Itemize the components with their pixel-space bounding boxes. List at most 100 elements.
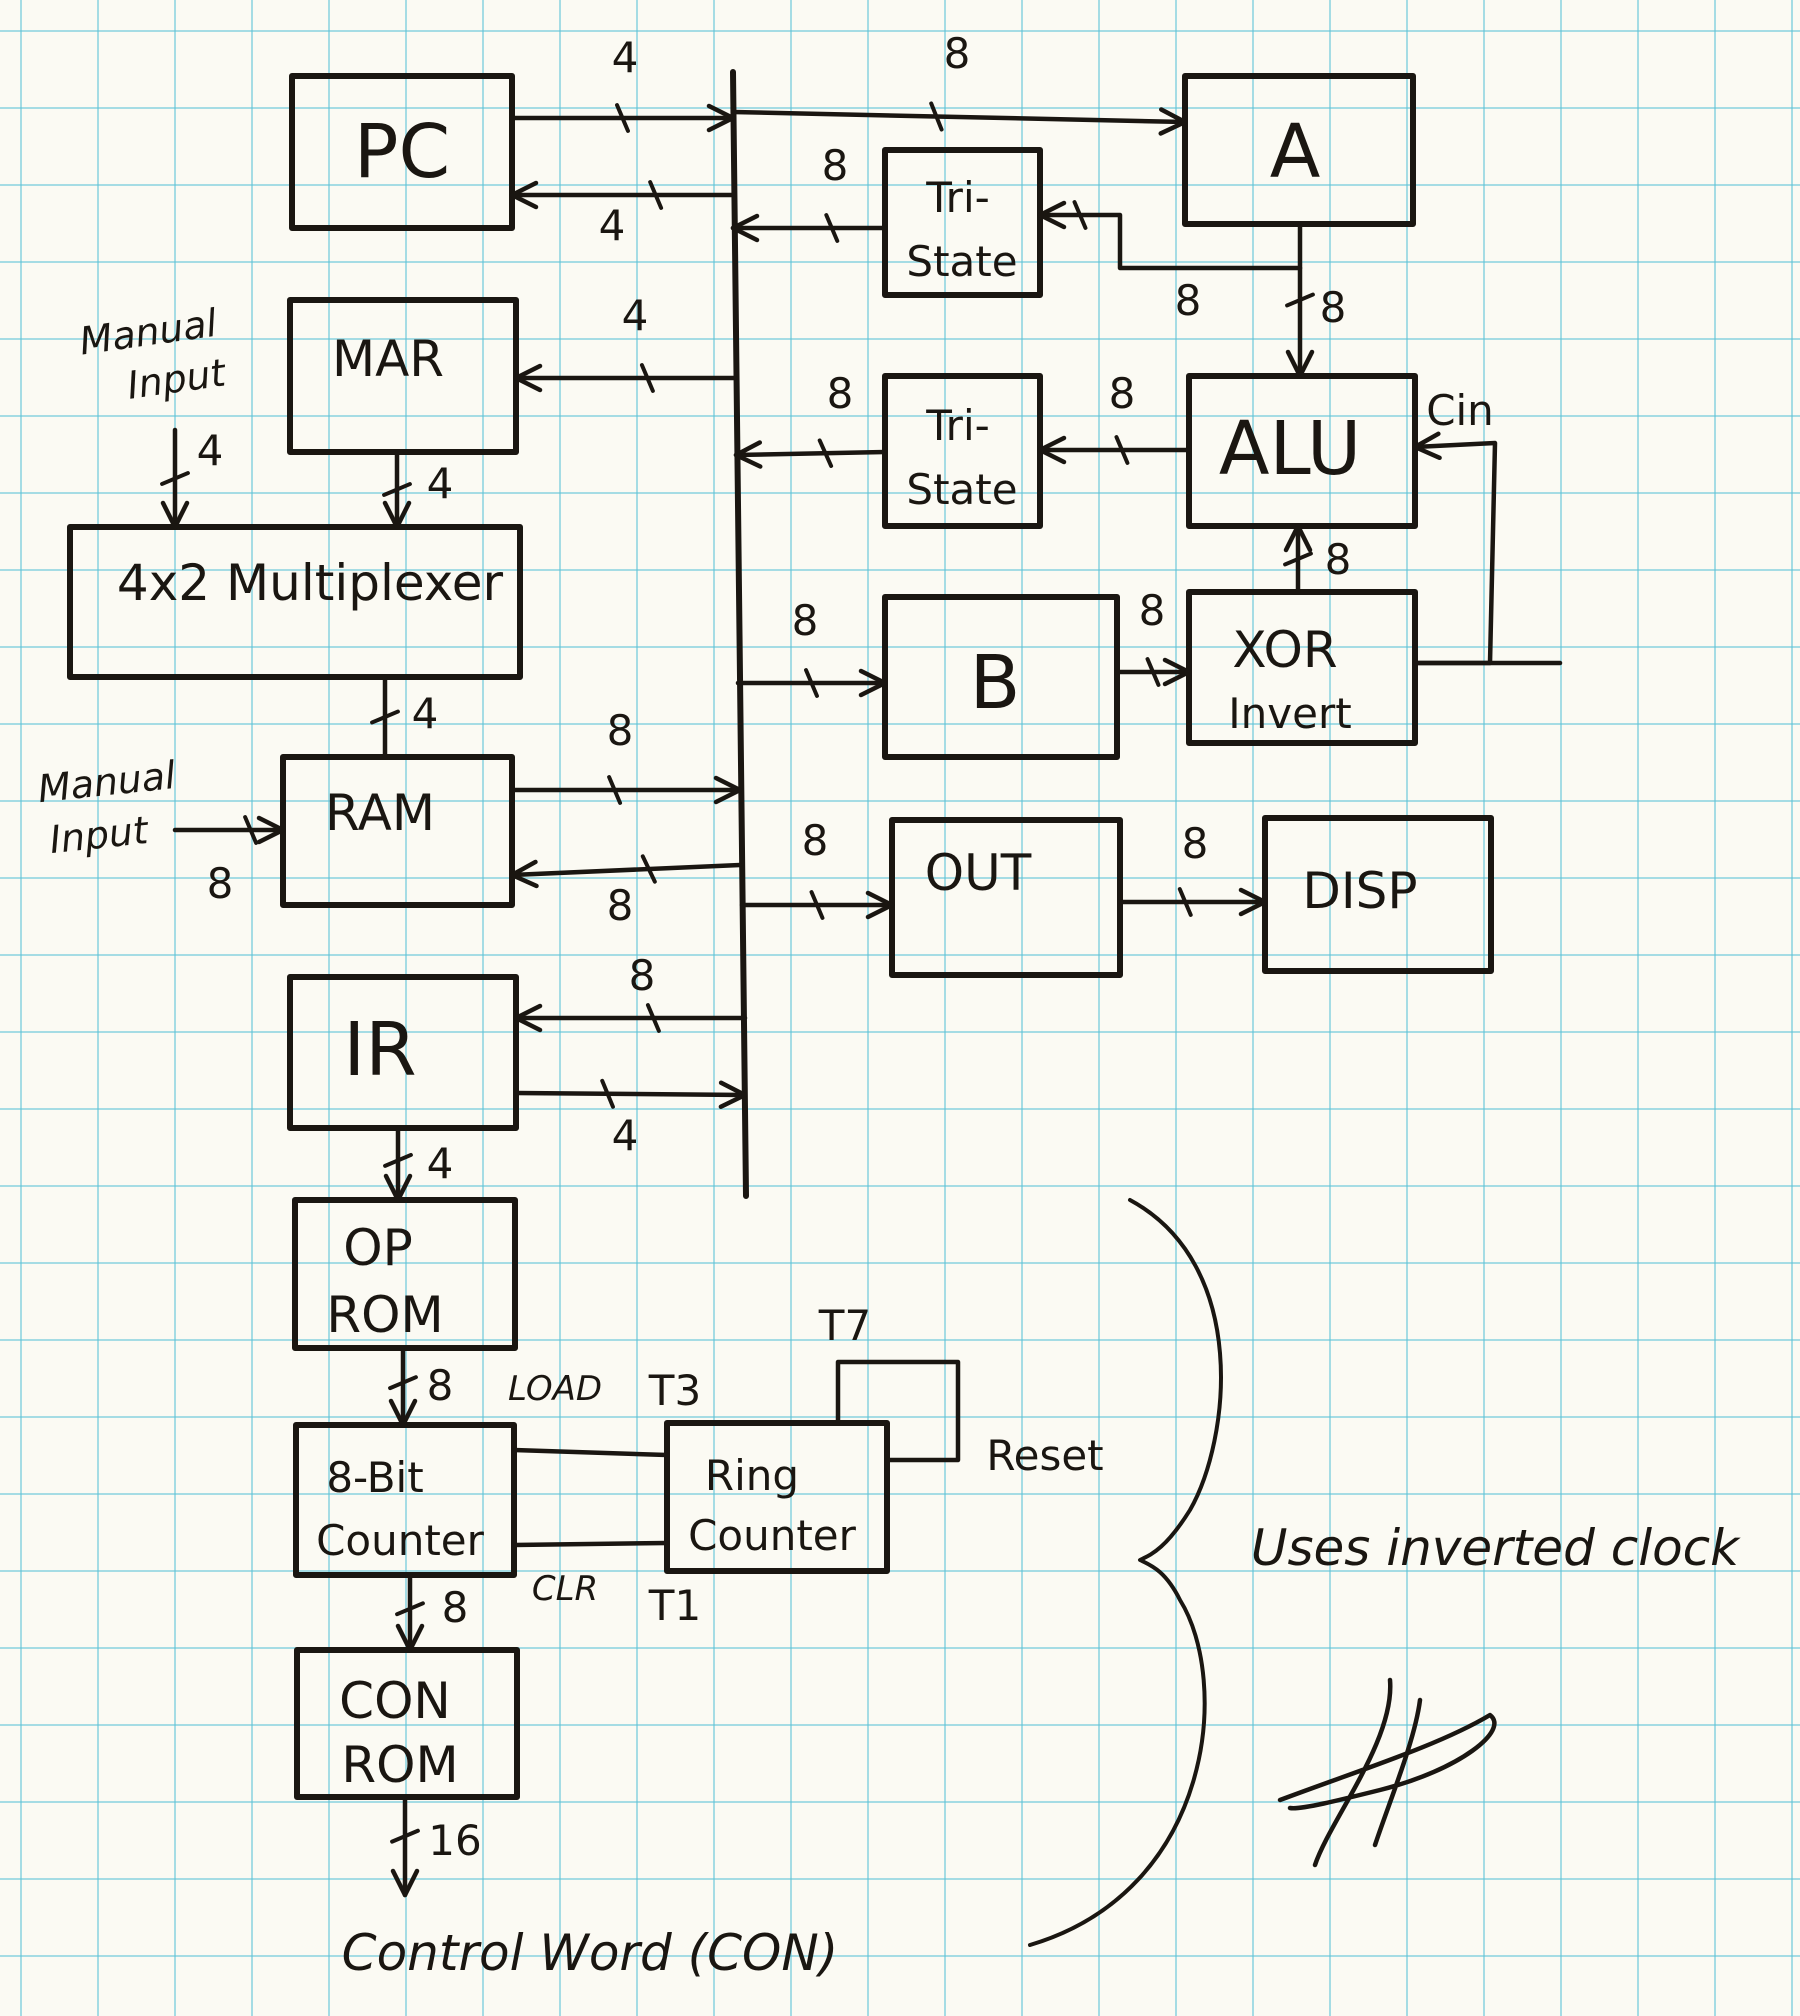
w-out-to-disp-width-tick	[1177, 887, 1193, 917]
w-tri2-to-bus-arrowhead	[733, 440, 763, 469]
w-counter-to-con-arrowhead	[395, 1623, 425, 1653]
label-ir: IR	[343, 1007, 416, 1093]
width-a-to-alu: 8	[1320, 283, 1347, 332]
width-a-to-tri1: 8	[1175, 276, 1202, 325]
w-alu-to-tri2-arrowhead	[1037, 435, 1067, 465]
label-counter-line1: 8-Bit	[326, 1453, 423, 1502]
w-bus-to-mar-width-tick	[639, 363, 655, 393]
label-t3: T3	[648, 1366, 701, 1415]
label-manual-input-1-line2: Input	[124, 350, 230, 408]
w-reset-loop	[835, 1359, 961, 1463]
label-multiplexer: 4x2 Multiplexer	[117, 554, 504, 612]
brace	[1028, 1198, 1223, 1947]
block-con-rom: CON ROM	[294, 1647, 520, 1800]
w-a-to-tri1-arrowhead	[1037, 200, 1067, 230]
label-op-rom-line2: ROM	[326, 1286, 443, 1344]
block-8bit-counter: 8-Bit Counter	[293, 1422, 517, 1578]
w-bus	[730, 69, 749, 1199]
w-ir-to-op-width-tick	[383, 1152, 413, 1168]
width-xor-to-alu: 8	[1325, 535, 1352, 584]
label-op-rom-line1: OP	[343, 1219, 413, 1277]
w-counter-to-con-width-tick	[395, 1601, 425, 1617]
width-pc-to-bus: 4	[612, 33, 639, 82]
label-manual-input-2-line1: Manual	[36, 753, 178, 811]
label-reset: Reset	[986, 1431, 1103, 1480]
label-out: OUT	[925, 844, 1032, 902]
width-ram-to-bus: 8	[607, 706, 634, 755]
w-ram-to-bus-width-tick	[607, 775, 623, 805]
w-manual1-to-mux-width-tick	[160, 471, 190, 486]
w-bus-to-a-width-tick	[929, 101, 944, 132]
label-xor: XOR	[1232, 621, 1337, 679]
block-tristate-1: Tri- State	[882, 147, 1043, 298]
w-bus-to-a	[730, 109, 1188, 125]
w-tri2-to-bus-width-tick	[817, 438, 834, 468]
w-pc-to-bus-arrowhead	[706, 103, 736, 133]
width-b-to-xor: 8	[1139, 586, 1166, 635]
w-bus-to-b-width-tick	[804, 668, 819, 698]
w-bus-to-ir-width-tick	[645, 1003, 661, 1033]
width-bus-to-pc: 4	[599, 201, 626, 250]
w-ram-to-bus-arrowhead	[713, 775, 743, 805]
label-load: LOAD	[508, 1369, 602, 1409]
w-tri2-to-bus	[733, 449, 888, 458]
block-ir: IR	[287, 974, 519, 1131]
block-ring-counter: Ring Counter	[664, 1420, 890, 1574]
w-op-to-counter-width-tick	[388, 1375, 418, 1391]
w-con-out-width-tick	[390, 1828, 420, 1844]
block-op-rom: OP ROM	[292, 1197, 518, 1351]
block-disp: DISP	[1262, 815, 1494, 974]
label-b: B	[970, 640, 1021, 726]
block-tristate-2: Tri- State	[882, 373, 1043, 529]
width-con-out: 16	[428, 1816, 481, 1865]
block-b: B	[882, 594, 1120, 760]
w-bus-to-ram-width-tick	[640, 854, 657, 884]
width-mux-to-ram: 4	[412, 689, 439, 738]
label-counter-line2: Counter	[316, 1516, 485, 1565]
width-out-to-disp: 8	[1182, 819, 1209, 868]
w-tri1-to-bus-width-tick	[824, 213, 840, 243]
label-pc: PC	[354, 109, 450, 195]
w-load-line	[511, 1447, 670, 1458]
width-bus-to-b: 8	[792, 596, 819, 645]
block-a: A	[1182, 73, 1416, 227]
w-bus-to-ir-arrowhead	[513, 1003, 543, 1033]
w-manual2-to-ram-arrowhead	[256, 815, 286, 845]
w-ir-to-bus-width-tick	[600, 1078, 615, 1109]
w-bus-to-b-arrowhead	[858, 668, 888, 698]
width-tri1-to-bus: 8	[822, 141, 849, 190]
w-b-to-xor-arrowhead	[1162, 657, 1192, 687]
w-mar-to-mux-width-tick	[382, 482, 412, 497]
w-xor-to-alu-width-tick	[1283, 551, 1313, 567]
block-mar: MAR	[287, 297, 519, 455]
w-xor-to-alu-arrowhead	[1283, 523, 1313, 553]
label-t1: T1	[648, 1581, 701, 1630]
w-clr-line	[511, 1540, 670, 1548]
block-pc: PC	[289, 73, 515, 231]
label-ram: RAM	[325, 784, 435, 842]
width-bus-to-a: 8	[944, 29, 971, 78]
w-bus-to-out-arrowhead	[865, 890, 895, 920]
w-manual2-to-ram-width-tick	[243, 815, 259, 845]
width-bus-to-mar: 4	[622, 291, 649, 340]
label-manual-input-2-line2: Input	[47, 808, 152, 862]
width-manual2: 8	[207, 859, 234, 908]
width-ir-to-op: 4	[427, 1139, 454, 1188]
w-bus-to-ram-arrowhead	[509, 859, 539, 889]
w-bus-to-ram	[509, 862, 743, 878]
width-ir-to-bus: 4	[612, 1111, 639, 1160]
w-ir-to-bus	[513, 1090, 748, 1098]
label-ring-line2: Counter	[688, 1511, 857, 1560]
label-clr: CLR	[532, 1569, 598, 1609]
width-tri2-to-bus: 8	[827, 369, 854, 418]
label-a: A	[1270, 109, 1321, 195]
label-mar: MAR	[332, 330, 444, 388]
w-mar-to-mux-arrowhead	[382, 500, 412, 530]
w-cin-loop-arrowhead	[1412, 431, 1442, 461]
label-tristate-1-line1: Tri-	[925, 173, 990, 222]
block-alu: ALU	[1186, 373, 1418, 529]
label-ring-line1: Ring	[705, 1451, 799, 1500]
w-bus-to-pc-width-tick	[648, 180, 664, 210]
label-tristate-2-line1: Tri-	[925, 401, 990, 450]
